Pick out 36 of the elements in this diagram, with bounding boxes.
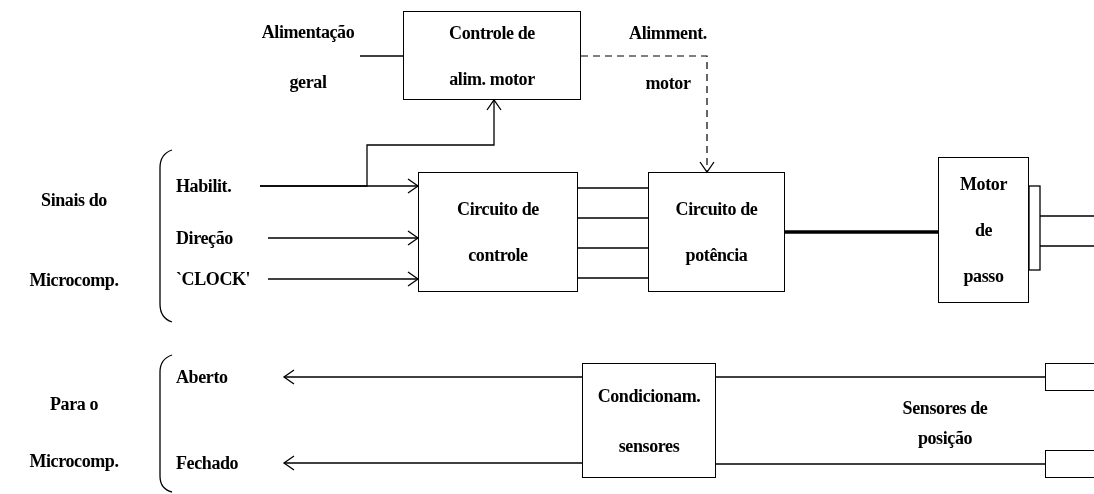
process-box <box>938 157 1029 303</box>
connector-line <box>715 376 1046 378</box>
arrow <box>580 55 715 173</box>
box-label: Circuito de potência <box>674 198 759 267</box>
arrow <box>259 99 502 187</box>
section-label: Sinais do Microcomp. <box>28 189 120 292</box>
connector-line <box>577 187 649 189</box>
signal-label: Aberto <box>176 365 284 389</box>
process-box <box>582 363 716 478</box>
arrow <box>283 455 583 471</box>
arrow <box>267 230 419 246</box>
process-box <box>403 11 581 100</box>
connector-line <box>577 277 649 279</box>
connector-line <box>359 55 404 57</box>
connector-line <box>577 247 649 249</box>
arrow <box>267 271 419 287</box>
section-label: Sensores de posição <box>901 397 989 450</box>
signal-label: Fechado <box>176 451 284 475</box>
sensor-box <box>1045 450 1094 478</box>
box-label: Circuito de controle <box>456 198 540 267</box>
connector-line <box>785 230 938 234</box>
process-box <box>648 172 785 292</box>
arrow <box>283 369 583 385</box>
box-label: Motor de passo <box>959 173 1008 288</box>
edge-label: Alimment. motor <box>628 22 708 95</box>
connector-line <box>715 463 1046 465</box>
signal-label: Direção <box>176 226 268 250</box>
box-label: Controle de alim. motor <box>448 21 536 91</box>
sensor-box <box>1045 363 1094 391</box>
connector-line <box>577 217 649 219</box>
section-label: Para o Microcomp. <box>28 393 120 473</box>
signal-label: Alimentação geral <box>256 7 360 107</box>
box-label: Condicionam. sensores <box>596 384 702 458</box>
signal-label: `CLOCK' <box>176 267 268 291</box>
process-box <box>418 172 578 292</box>
signal-label: Habilit. <box>176 174 260 198</box>
